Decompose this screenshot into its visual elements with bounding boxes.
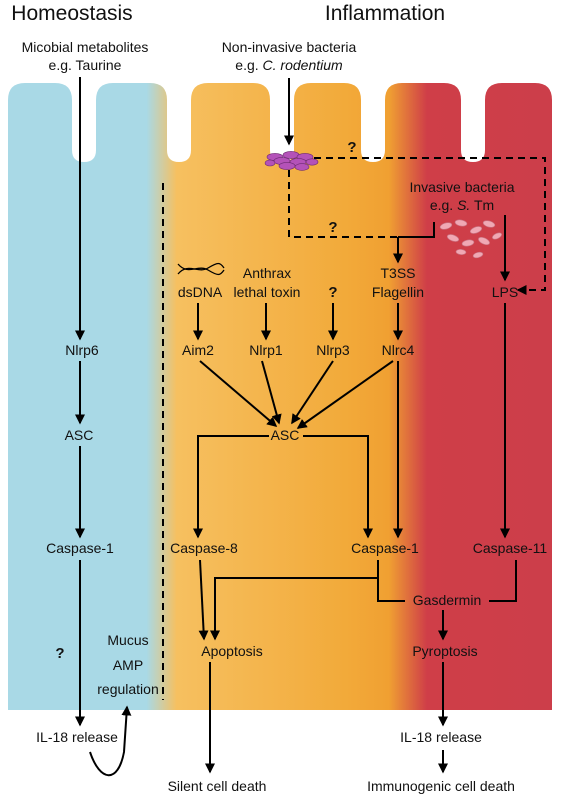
intestinal-cell-body [8,83,552,710]
nlrp6-label: Nlrp6 [65,342,99,358]
aim2-label: Aim2 [182,342,214,358]
aim2-to-asc-arrow [199,360,278,427]
nlrp3-label: Nlrp3 [316,342,350,358]
caspase8-to-apoptosis-arrow [198,559,209,641]
silent-cell-death-label: Silent cell death [168,778,267,794]
center-caspase-1-label: Caspase-1 [351,540,419,556]
asc-to-caspase8-arrow [193,435,269,539]
il18-release-right-label: IL-18 release [400,729,482,745]
nlrp3-question-mark: ? [328,284,337,301]
microbial-metabolites-label: Micobial metabolites [22,39,149,55]
anthrax-label: Anthrax [243,265,291,281]
gasdermin-label: Gasdermin [413,592,481,608]
c-rodentium-example-label: e.g. C. rodentium [235,57,343,73]
caspase1-to-apoptosis-arrow [210,560,379,641]
flagellin-label: Flagellin [372,284,424,300]
dna-helix-icon [177,262,225,276]
nlrc4-to-asc-arrow [296,360,394,429]
solid-connectors [75,77,517,777]
caspase11-to-gasdermin-line [489,560,517,602]
bacteria-to-lps-dashed-arrow [314,157,546,295]
s-tm-prefix: e.g. [430,197,457,213]
noninvasive-bacteria-label: Non-invasive bacteria [222,39,357,55]
asc-to-caspase1-center-arrow [303,435,373,539]
dashed-connectors [162,157,546,700]
s-tm-suffix: Tm [470,197,494,213]
s-tm-example-label: e.g. S. Tm [430,197,494,213]
lps-label: LPS [492,284,518,300]
caspase-11-label: Caspase-11 [473,540,548,556]
dashed-top-question-mark: ? [347,139,356,156]
t3ss-label: T3SS [380,265,415,281]
caspase1-to-gasdermin-line [377,578,405,602]
s-tm-species: S. [457,197,470,213]
taurine-example-label: e.g. Taurine [49,57,122,73]
dsdna-label: dsDNA [178,284,223,300]
caspase-8-label: Caspase-8 [170,540,238,556]
asc-center-label: ASC [271,427,300,443]
il18-release-left-label: IL-18 release [36,729,118,745]
nlrc4-label: Nlrc4 [382,342,415,358]
dashed-mid-question-mark: ? [328,219,337,236]
left-caspase-1-label: Caspase-1 [46,540,114,556]
bacteria-to-t3ss-dashed-path [288,170,398,238]
lethal-toxin-label: lethal toxin [234,284,301,300]
inflammation-header: Inflammation [325,2,445,25]
left-question-mark: ? [55,645,64,662]
invasive-bacteria-cluster [439,219,502,259]
invasive-to-t3ss-line [398,222,435,238]
pyroptosis-label: Pyroptosis [412,643,477,659]
il18-to-mucus-curved-arrow [89,705,132,777]
c-rodentium-species: C. rodentium [263,57,343,73]
c-rodentium-prefix: e.g. [235,57,262,73]
homeostasis-header: Homeostasis [11,2,132,25]
nlrp1-to-asc-arrow [261,360,282,425]
invasive-bacteria-label: Invasive bacteria [409,179,514,195]
asc-left-label: ASC [65,427,94,443]
nlrp1-label: Nlrp1 [249,342,283,358]
amp-label: AMP [113,657,143,673]
regulation-label: regulation [97,681,159,697]
immunogenic-cell-death-label: Immunogenic cell death [367,778,515,794]
nlrp3-to-asc-arrow [291,360,334,425]
apoptosis-label: Apoptosis [201,643,262,659]
noninvasive-bacteria-cluster [264,151,319,171]
mucus-label: Mucus [107,632,148,648]
